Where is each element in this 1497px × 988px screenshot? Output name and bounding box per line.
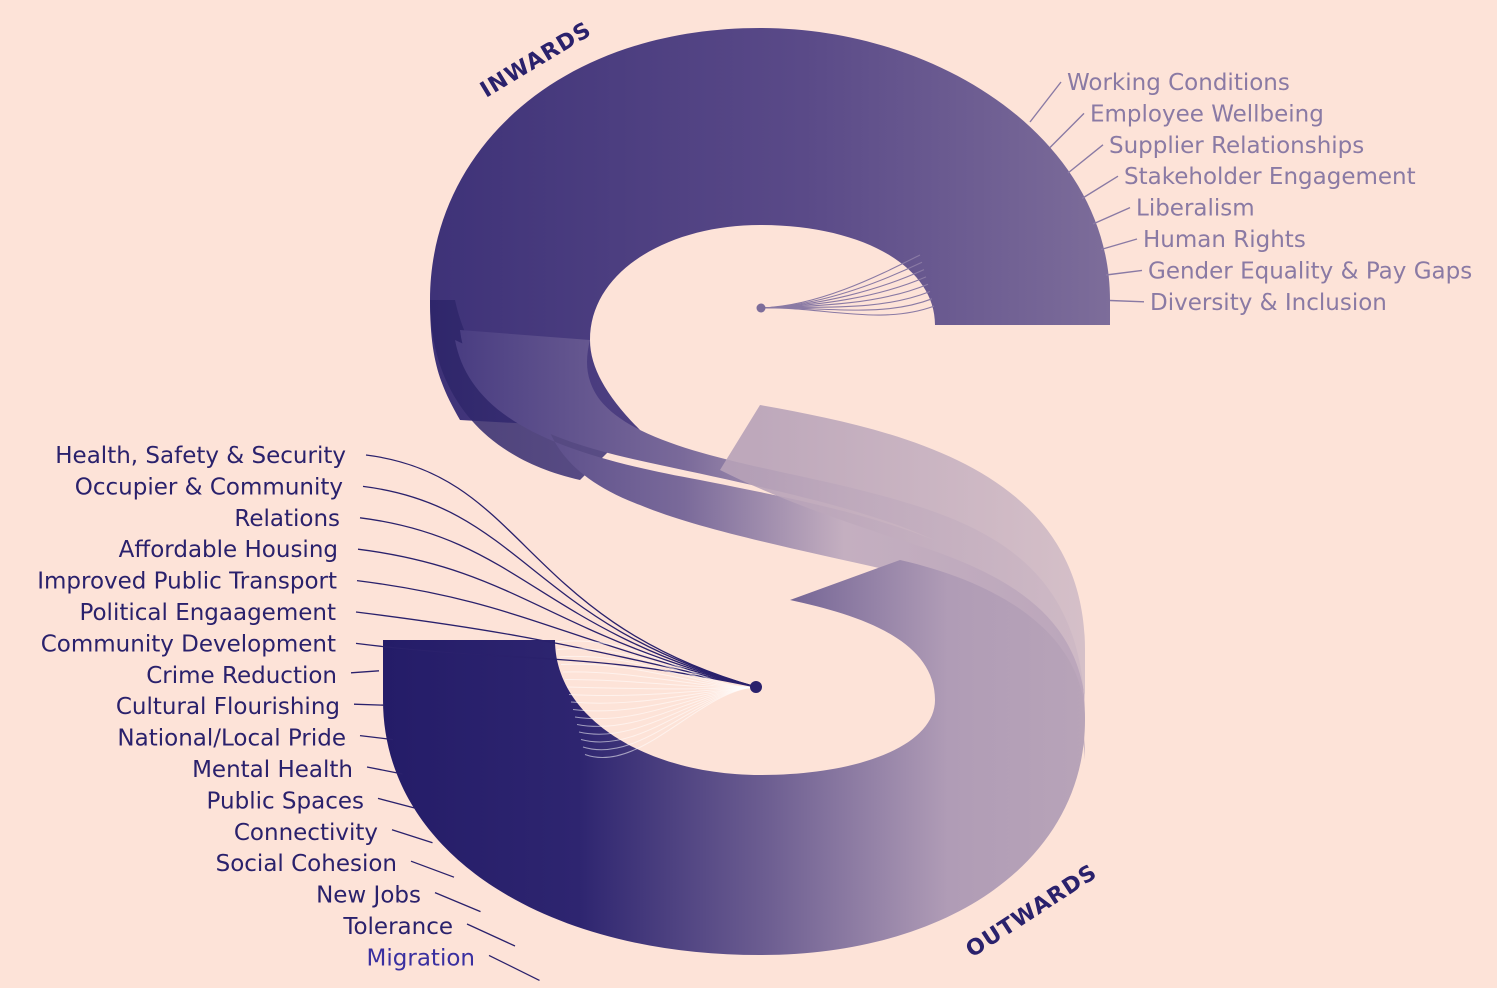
inward-topic-label: Diversity & Inclusion <box>1150 290 1387 316</box>
outward-label-tick <box>410 860 455 878</box>
inward-label-tick <box>1067 144 1104 174</box>
outward-connector-line <box>362 485 757 688</box>
s-band-top <box>430 28 1110 430</box>
inward-label-tick <box>1105 269 1143 276</box>
inward-hub-dot <box>756 303 766 313</box>
outward-label-tick <box>353 703 385 706</box>
outward-topic-label: New Jobs <box>316 883 421 909</box>
inward-fan-line <box>760 269 925 309</box>
inward-label-tick <box>1100 238 1138 251</box>
outward-connector-line <box>357 548 757 688</box>
outward-topic-label: Tolerance <box>342 914 453 940</box>
inward-label-ticks <box>1029 81 1145 303</box>
outward-fan-line <box>584 686 757 758</box>
outward-label-tick <box>466 923 516 947</box>
s-band-middle-edge <box>720 405 1085 700</box>
outward-topic-label: Affordable Housing <box>119 537 338 563</box>
outward-hub-dot <box>750 681 762 693</box>
inward-topic-label: Working Conditions <box>1067 70 1290 96</box>
outward-topic-label: Improved Public Transport <box>37 569 337 595</box>
inward-label-tick <box>1081 175 1119 200</box>
inward-topic-label: Liberalism <box>1136 196 1255 222</box>
outward-fan-lines <box>355 454 757 758</box>
outward-label-tick <box>391 829 433 844</box>
inward-fan-line <box>760 305 935 316</box>
inward-fan-lines <box>760 254 935 316</box>
inward-topic-label: Stakeholder Engagement <box>1124 164 1416 190</box>
outward-topic-label: Connectivity <box>234 820 378 846</box>
outward-connector-line <box>355 611 757 688</box>
outward-label-tick <box>377 797 417 810</box>
outward-label-tick <box>366 766 403 775</box>
inward-label-tick <box>1049 112 1085 148</box>
outward-connector-line <box>359 517 757 688</box>
outward-label-ticks <box>350 670 540 981</box>
outward-topic-label: Mental Health <box>192 757 353 783</box>
s-band-middle-body <box>460 330 1085 720</box>
outward-topic-label: National/Local Pride <box>117 726 346 752</box>
outward-topic-label: Cultural Flourishing <box>116 694 340 720</box>
outward-topic-label: Health, Safety & Security <box>55 443 346 469</box>
outward-topic-label: Migration <box>367 945 475 971</box>
inward-topic-label: Gender Equality & Pay Gaps <box>1148 258 1472 284</box>
inward-label-tick <box>1092 206 1131 225</box>
inward-topic-label: Employee Wellbeing <box>1090 101 1324 127</box>
outward-topic-label: Crime Reduction <box>146 663 337 689</box>
inward-topic-label: Human Rights <box>1143 227 1306 253</box>
inward-label-tick <box>1029 81 1062 123</box>
outward-label-tick <box>359 734 394 741</box>
inward-topic-label: Supplier Relationships <box>1109 133 1364 159</box>
outward-connector-line <box>356 579 757 688</box>
outward-topic-label: Social Cohesion <box>216 851 397 877</box>
outward-topic-label: Community Development <box>41 631 336 657</box>
inward-label-tick <box>1109 299 1145 303</box>
outward-label-tick <box>350 670 380 674</box>
outward-label-tick <box>488 954 540 981</box>
outward-label-tick <box>434 892 481 913</box>
outward-topic-label: Public Spaces <box>207 788 364 814</box>
outward-connector-line <box>365 454 757 688</box>
outward-topic-label: Relations <box>234 506 340 532</box>
outward-topic-label: Political Engaagement <box>79 600 336 626</box>
s-band-bottom <box>383 560 1085 955</box>
outward-topic-label: Occupier & Community <box>75 474 343 500</box>
